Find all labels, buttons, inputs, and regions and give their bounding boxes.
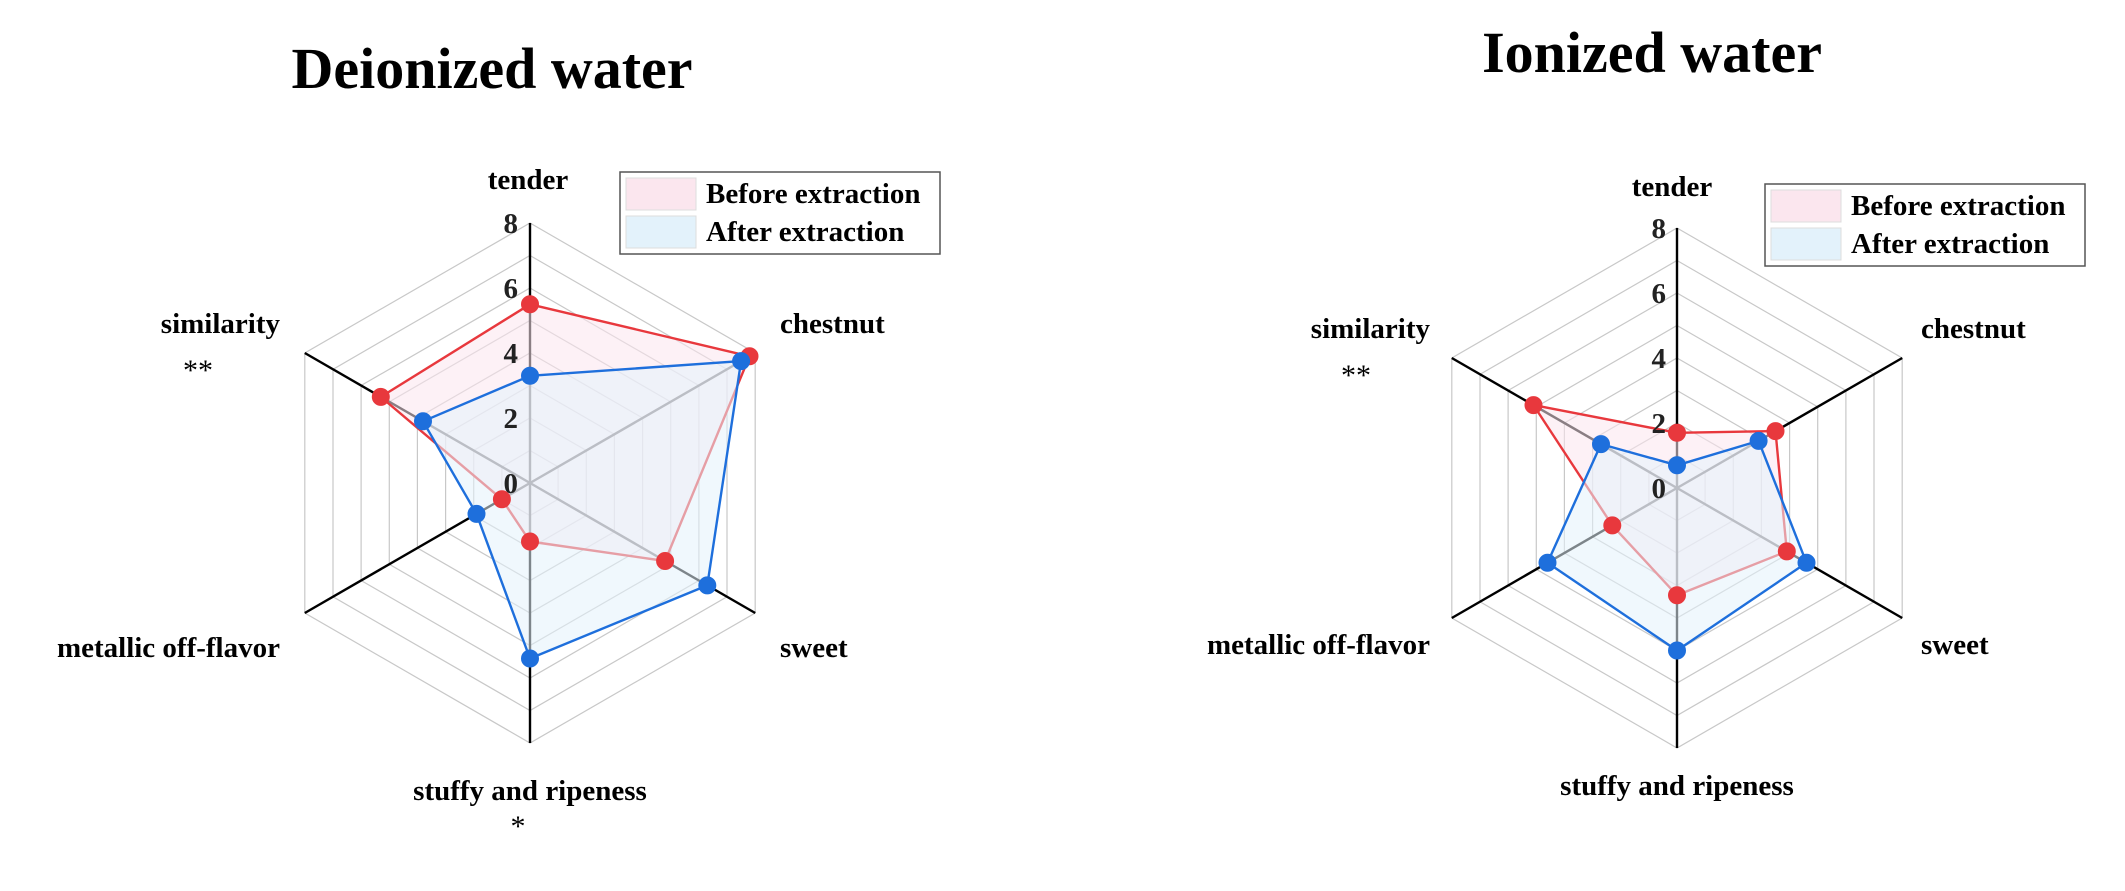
- legend-label: Before extraction: [1851, 190, 2065, 222]
- axis-label: tender: [488, 164, 569, 196]
- data-point-after: [1749, 431, 1768, 450]
- tick-label: 2: [504, 403, 519, 435]
- tick-label: 4: [1652, 343, 1667, 375]
- tick-label: 0: [504, 468, 519, 500]
- tick-label: 4: [504, 338, 519, 370]
- data-point-before: [1668, 586, 1686, 605]
- data-point-after: [732, 352, 751, 371]
- data-point-before: [656, 552, 675, 570]
- axis-label: stuffy and ripeness: [413, 775, 647, 807]
- axis-label: stuffy and ripeness: [1560, 770, 1794, 802]
- chart-title: Deionized water: [291, 36, 692, 101]
- data-point-before: [521, 532, 539, 551]
- data-point-before: [492, 490, 511, 509]
- tick-label: 6: [1652, 278, 1667, 310]
- legend-swatch-after: [1770, 227, 1842, 261]
- radar-chart-2: Ionized water 0 2 4 6 8 tender chestnut sweet stu…: [1207, 20, 2086, 802]
- data-point-after: [1538, 553, 1557, 572]
- data-point-after: [1668, 641, 1686, 660]
- data-point-after: [1797, 553, 1816, 572]
- data-point-before: [1777, 542, 1796, 561]
- axis-label: metallic off-flavor: [57, 632, 280, 664]
- data-point-after: [1668, 456, 1686, 475]
- data-point-before: [1524, 396, 1543, 415]
- data-point-before: [371, 387, 390, 406]
- data-point-before: [1603, 516, 1622, 535]
- legend-label: Before extraction: [706, 178, 920, 210]
- axis-label: sweet: [1921, 629, 1989, 661]
- data-point-after: [521, 366, 539, 385]
- tick-label: 6: [504, 273, 519, 305]
- data-point-after: [698, 576, 717, 595]
- legend-label: After extraction: [706, 216, 904, 248]
- legend-swatch-before: [625, 177, 697, 211]
- chart-title: Ionized water: [1482, 20, 1822, 85]
- significance-marker: **: [1341, 359, 1371, 392]
- axis-label: similarity: [1311, 313, 1431, 345]
- tick-label: 8: [1652, 213, 1667, 245]
- tick-label: 2: [1652, 408, 1667, 440]
- axis-label: sweet: [780, 632, 848, 664]
- radar-chart-1: Deionized water 0 2 4 6 8 tender chestnut sweet s…: [57, 36, 941, 843]
- significance-marker: *: [511, 810, 526, 843]
- tick-label: 0: [1652, 473, 1667, 505]
- axis-label: metallic off-flavor: [1207, 629, 1430, 661]
- data-point-after: [467, 504, 486, 523]
- data-point-after: [1592, 435, 1610, 454]
- axis-label: similarity: [161, 308, 281, 340]
- axis-label: tender: [1632, 171, 1713, 203]
- axis-label: chestnut: [780, 308, 885, 340]
- legend-label: After extraction: [1851, 228, 2049, 260]
- legend-swatch-before: [1770, 189, 1842, 223]
- significance-marker: **: [183, 354, 213, 387]
- tick-label: 8: [504, 208, 519, 240]
- data-point-after: [521, 649, 539, 668]
- data-point-before: [521, 295, 539, 314]
- data-point-before: [1766, 422, 1785, 441]
- axis-label: chestnut: [1921, 313, 2026, 345]
- data-point-before: [1668, 423, 1686, 442]
- data-point-after: [414, 412, 432, 431]
- legend-swatch-after: [625, 215, 697, 249]
